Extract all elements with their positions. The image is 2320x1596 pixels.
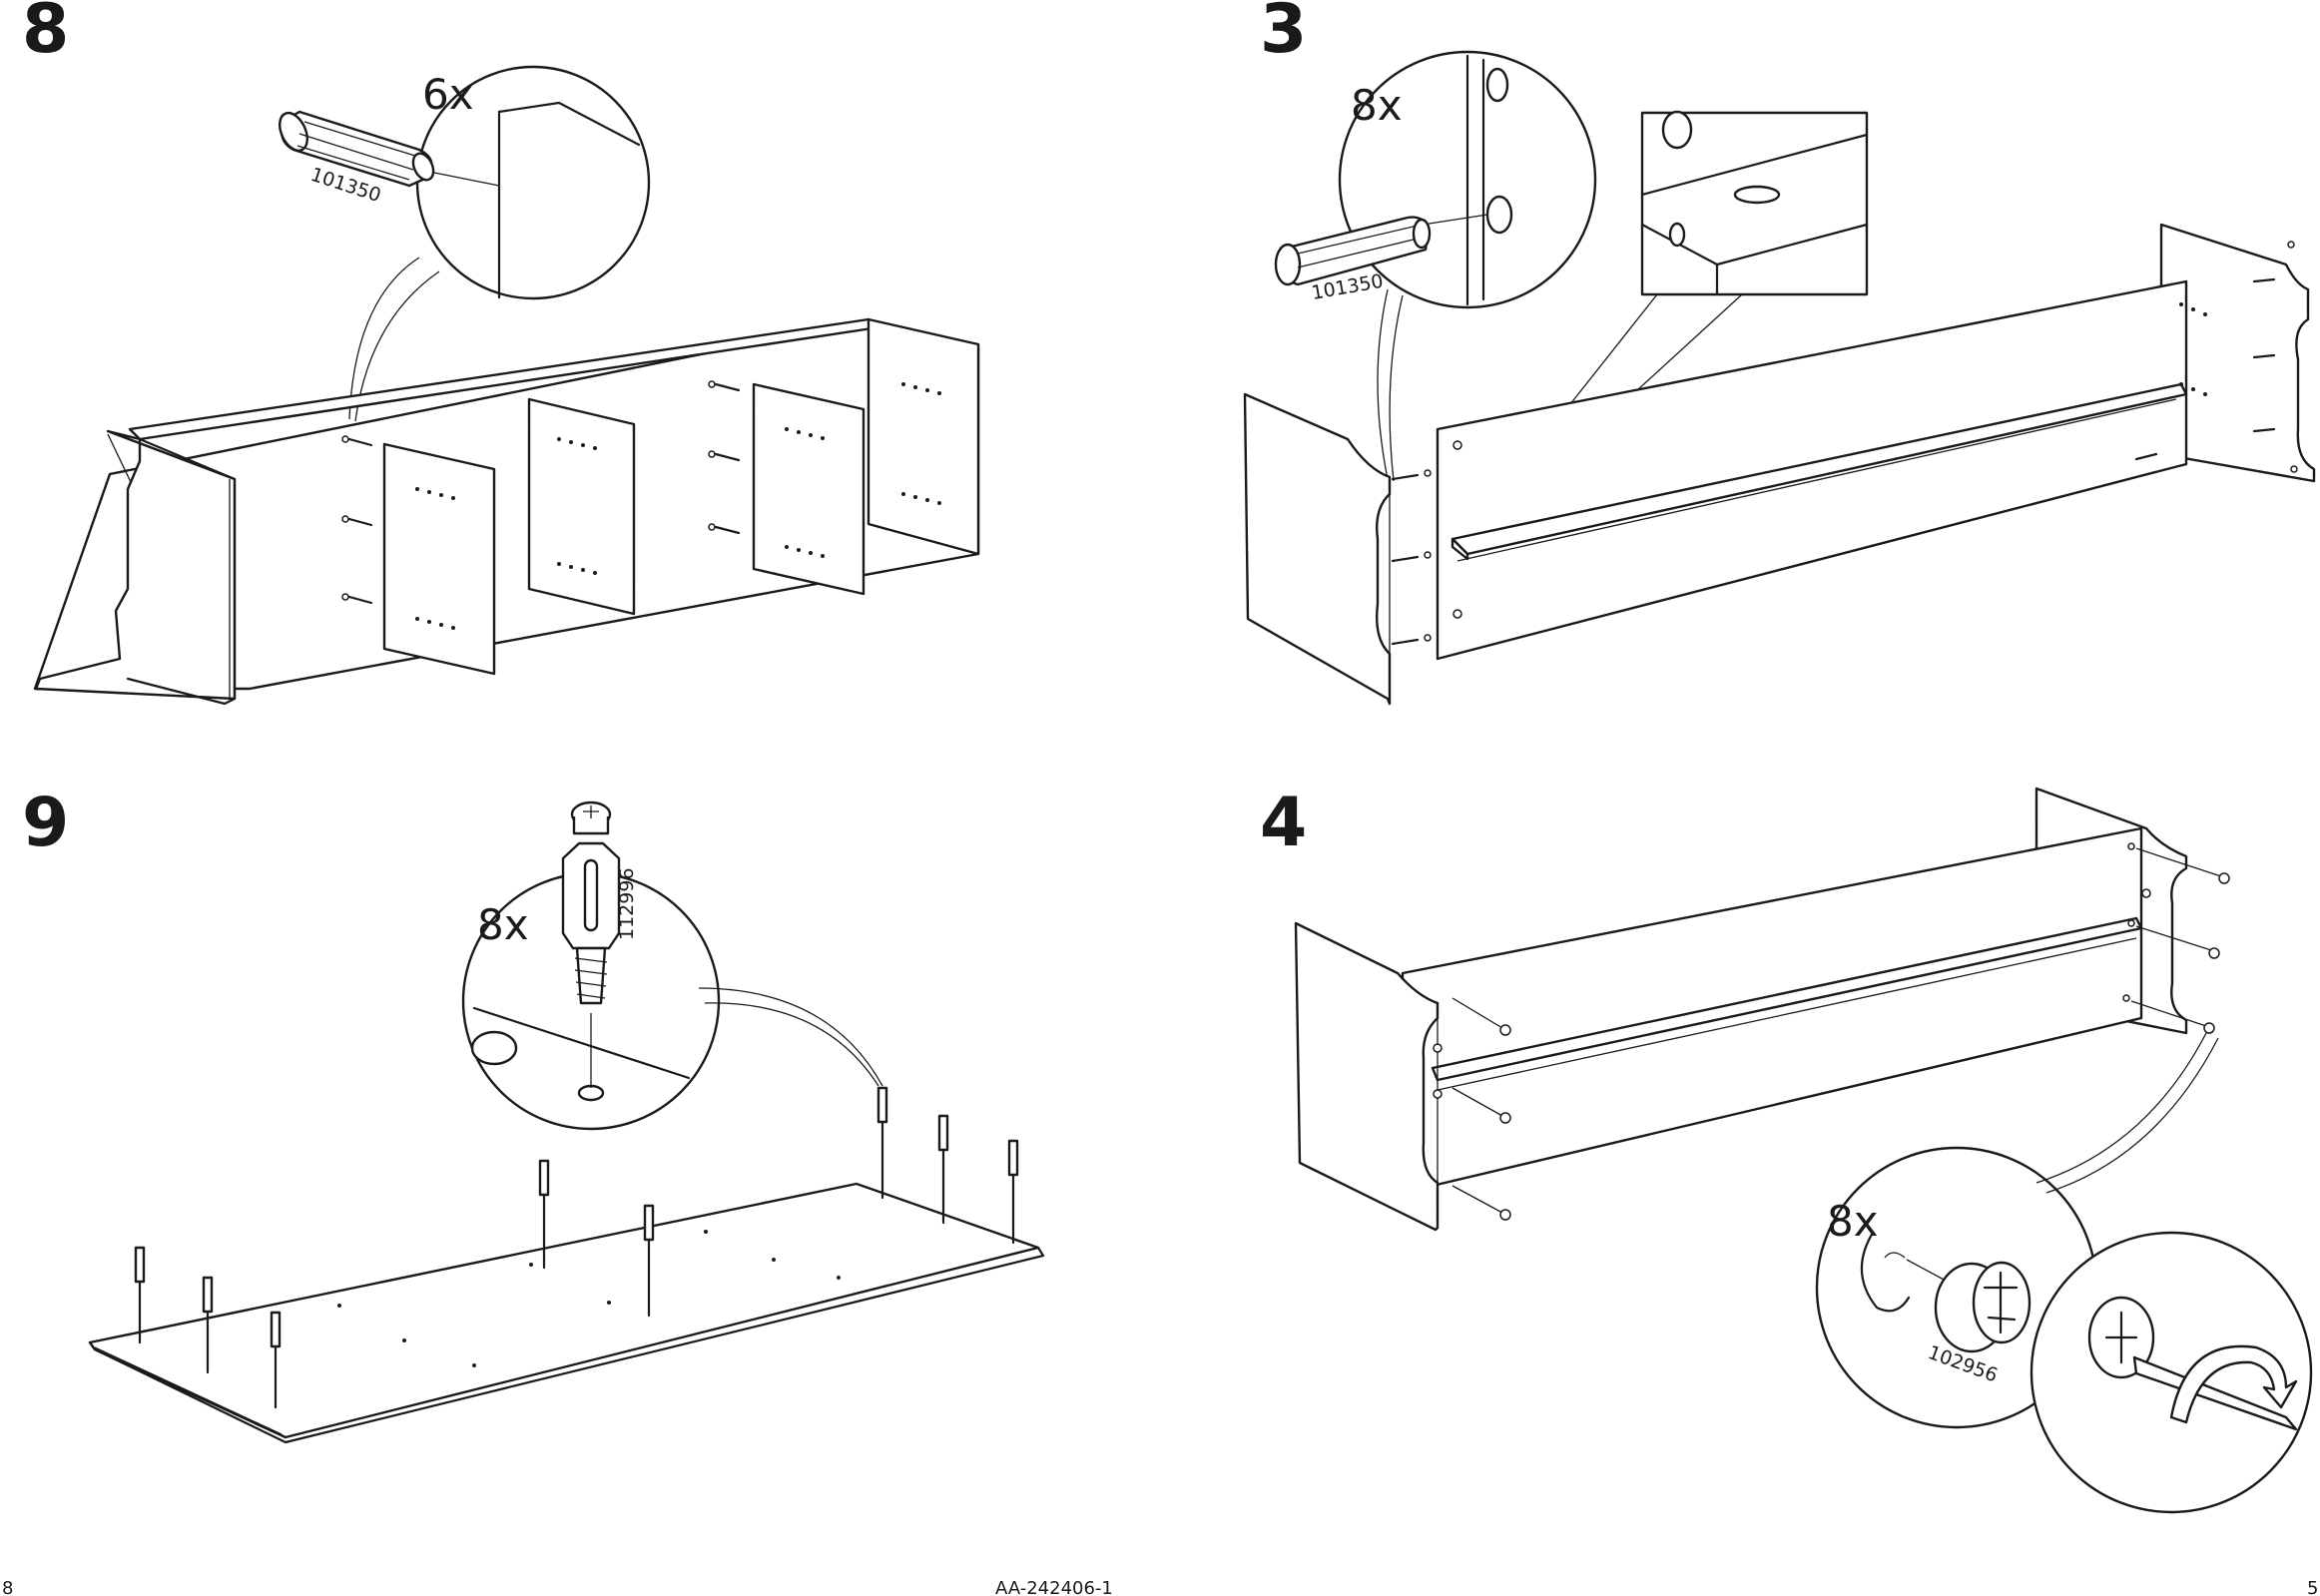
shelf-assembly bbox=[1243, 223, 2316, 706]
hole-detail-box bbox=[1474, 110, 1869, 530]
wood-dowel-icon bbox=[1274, 216, 1432, 286]
step-number: 8 bbox=[22, 0, 69, 69]
cam-detail-circle: 8x 102956 bbox=[1815, 1032, 2219, 1429]
step-number: 4 bbox=[1260, 784, 1307, 862]
shelf-assembly bbox=[1294, 787, 2230, 1232]
hole-rows bbox=[415, 382, 941, 630]
dowel-pins bbox=[1391, 277, 2276, 646]
quantity-label: 8x bbox=[1827, 1197, 1879, 1246]
part-number: 112996 bbox=[616, 867, 638, 940]
step-4-panel: 4 bbox=[1260, 784, 2313, 1514]
step-9-panel: 9 8x 112996 bbox=[22, 784, 1045, 1444]
step-number: 9 bbox=[22, 784, 69, 862]
connecting-bolt-icon bbox=[561, 800, 621, 1005]
cam-lock-fittings bbox=[1433, 842, 2230, 1221]
step-number: 3 bbox=[1260, 0, 1307, 69]
wood-dowel-icon bbox=[279, 110, 435, 188]
cam-lock-icon bbox=[1934, 1261, 2031, 1353]
screwdriver-detail-circle bbox=[2030, 1231, 2313, 1514]
bolt-detail-circle: 8x 112996 bbox=[461, 800, 883, 1131]
shelf-board bbox=[88, 1086, 1045, 1444]
hole-rows bbox=[337, 1230, 841, 1367]
hole-rows bbox=[1452, 241, 2298, 619]
shelf-assembly bbox=[33, 317, 980, 706]
quantity-label: 8x bbox=[477, 900, 529, 949]
document-id: AA-242406-1 bbox=[995, 1578, 1113, 1596]
dowel-detail-circle: 8x 101350 bbox=[1274, 50, 1597, 482]
page-number-left: 8 bbox=[2, 1578, 13, 1596]
dowel-pins bbox=[341, 380, 741, 605]
step-3-panel: 3 8x 101350 bbox=[1243, 0, 2316, 706]
footer: 8 AA-242406-1 5 bbox=[2, 1578, 2318, 1596]
quantity-label: 8x bbox=[1351, 81, 1403, 130]
page-number-right: 5 bbox=[2307, 1578, 2318, 1596]
quantity-label: 6x bbox=[422, 70, 474, 119]
bolt-pins bbox=[134, 1086, 1019, 1409]
step-8-panel: 8 6x 101350 bbox=[22, 0, 980, 706]
